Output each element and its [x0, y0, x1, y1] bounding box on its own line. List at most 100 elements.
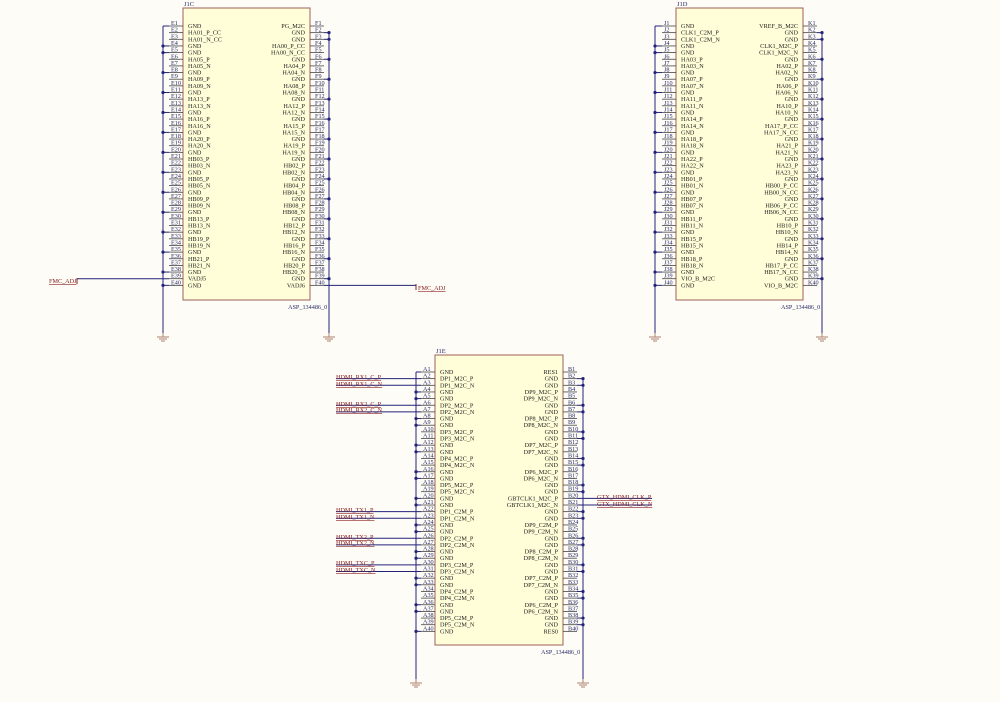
- part-body[interactable]: [434, 354, 564, 646]
- net-label-fmc-adj-left[interactable]: FMC_ADJ: [49, 278, 78, 285]
- net-label-hdmi-rx2-p[interactable]: HDMI_RX2_C_P: [336, 401, 382, 408]
- net-label-hdmi-tx2-p[interactable]: HDMI_TX2_P: [336, 534, 374, 541]
- net-label-hdmi-txc-p[interactable]: HDMI_TXC_P: [336, 560, 375, 567]
